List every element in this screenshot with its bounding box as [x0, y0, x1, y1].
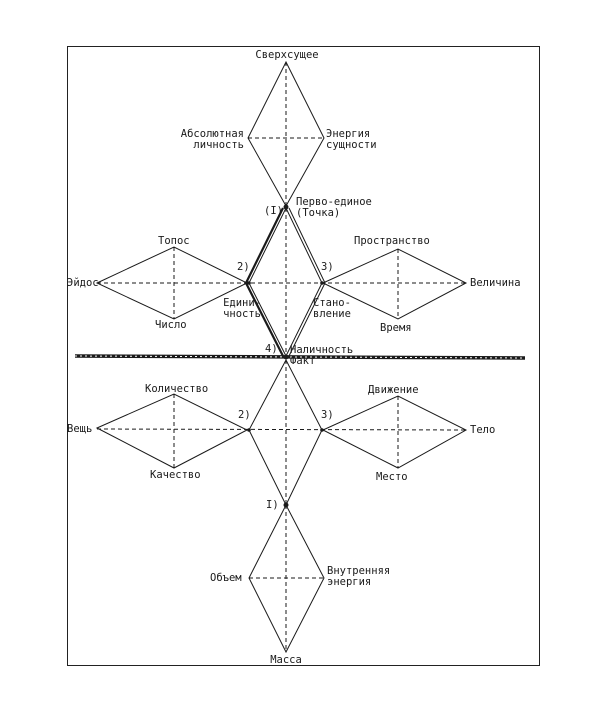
node-becoming: [320, 281, 324, 285]
rhombus-thing: [95, 393, 249, 469]
diagram-frame: [67, 46, 540, 666]
label-space: Пространство: [354, 235, 430, 247]
label-absolute-personality: Абсолютная личность: [180, 128, 244, 151]
label-superessence: Сверхсущее: [255, 49, 319, 61]
label-num-2-upper: 2): [237, 261, 250, 273]
label-num-i-lower: I): [266, 499, 279, 511]
label-num-i-upper: (I): [264, 205, 283, 217]
divider-line-inner: [74, 355, 526, 359]
label-quantity: Количество: [145, 383, 209, 395]
label-unity: Едини- чность: [223, 297, 261, 320]
node-lower-i: [283, 502, 289, 508]
node-first-one: [283, 204, 289, 210]
label-num-2-lower: 2): [238, 409, 251, 421]
label-energy-essence: Энергия сущности: [326, 128, 377, 151]
label-motion: Движение: [368, 384, 419, 396]
label-time: Время: [380, 322, 412, 334]
label-becoming: Стано- вление: [313, 297, 351, 320]
node-presence: [283, 354, 289, 360]
label-mass: Масса: [270, 654, 302, 666]
label-volume: Объем: [210, 572, 242, 584]
label-presence-fact: Наличность Факт: [290, 344, 354, 367]
label-num-3-upper: 3): [321, 261, 334, 273]
label-num-4: 4): [265, 343, 278, 355]
label-eidos: Эйдос: [67, 277, 99, 289]
node-lower-3: [320, 428, 324, 432]
edge-first-one-right: [288, 207, 326, 357]
label-thing: Вещь: [67, 423, 93, 435]
label-quality: Качество: [150, 469, 201, 481]
label-num-3-lower: 3): [321, 409, 334, 421]
label-place: Место: [376, 471, 408, 483]
edge-first-one-left: [244, 207, 284, 357]
label-body: Тело: [470, 424, 496, 436]
node-unity: [247, 281, 251, 285]
label-magnitude: Величина: [470, 277, 521, 289]
rhombus-body: [321, 395, 468, 469]
label-inner-energy: Внутренняя энергия: [327, 565, 391, 588]
label-first-one: Перво-единое (Точка): [296, 196, 372, 219]
rhombus-mass: [248, 503, 325, 654]
label-number: Число: [155, 319, 187, 331]
node-lower-2: [247, 428, 251, 432]
label-topos: Топос: [158, 235, 190, 247]
axis-lower-h: [96, 428, 467, 431]
rhombus-space: [321, 248, 468, 320]
